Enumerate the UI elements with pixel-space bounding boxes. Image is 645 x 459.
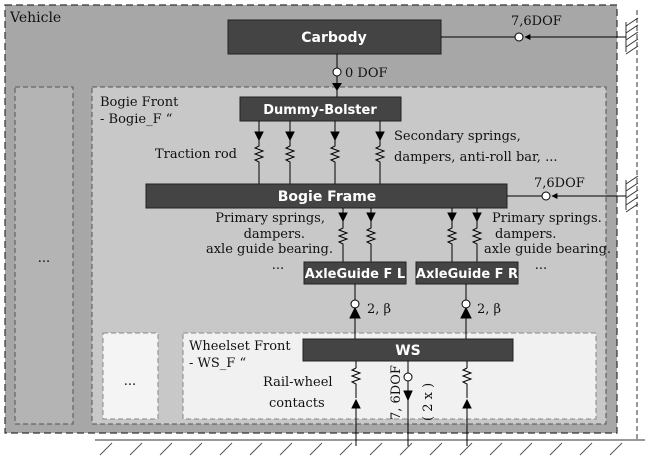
rail-wheel-contact bbox=[461, 361, 473, 446]
secondary-spring bbox=[374, 121, 386, 184]
primary-left-line2: dampers. bbox=[244, 227, 305, 242]
primary-left-line3: axle guide bearing. bbox=[206, 242, 333, 257]
primary-spring bbox=[446, 208, 458, 262]
wheelset-label-line1: Wheelset Front bbox=[189, 339, 291, 354]
ws-center-dof-label: 7, 6DOF bbox=[389, 365, 404, 420]
joint-fl-label: 2, β bbox=[367, 302, 391, 317]
primary-right-line2: dampers. bbox=[495, 227, 556, 242]
left-placeholder-text: ... bbox=[38, 251, 50, 266]
traction-rod-label: Traction rod bbox=[155, 147, 237, 162]
wheelset-label-line2: - WS_F “ bbox=[189, 356, 246, 371]
joint-fr-label: 2, β bbox=[477, 302, 501, 317]
carbody-dof-joint bbox=[514, 32, 524, 42]
joint-fr bbox=[460, 284, 472, 339]
axleguide-fr-label: AxleGuide F R bbox=[416, 267, 518, 282]
primary-spring bbox=[365, 208, 377, 262]
carbody-bolster-joint-label: 0 DOF bbox=[345, 66, 388, 81]
secondary-label-line1: Secondary springs, bbox=[394, 129, 521, 144]
ground-symbol-middle bbox=[625, 175, 639, 213]
secondary-spring bbox=[253, 121, 265, 184]
vehicle-label: Vehicle bbox=[9, 10, 61, 26]
primary-right-line3: axle guide bearing. bbox=[484, 242, 611, 257]
wheelset-placeholder-text: ... bbox=[124, 374, 136, 389]
wheelset-placeholder-box bbox=[102, 332, 159, 420]
carbody-dof-label: 7,6DOF bbox=[511, 14, 562, 29]
frame-dof-label: 7,6DOF bbox=[534, 176, 585, 191]
bogie-label-line1: Bogie Front bbox=[100, 95, 179, 110]
bottom-ground-hatching bbox=[99, 442, 623, 456]
bogie-label-line2: - Bogie_F “ bbox=[100, 112, 172, 127]
secondary-spring bbox=[284, 121, 296, 184]
ground-symbol-top bbox=[625, 17, 639, 55]
primary-left-line4: ... bbox=[272, 258, 284, 273]
bogie-frame-label: Bogie Frame bbox=[278, 189, 377, 205]
frame-dof-joint bbox=[541, 191, 551, 201]
ws-count-label: ( 2 x ) bbox=[421, 383, 436, 421]
left-placeholder-box bbox=[14, 86, 74, 425]
primary-spring bbox=[471, 208, 483, 262]
secondary-spring bbox=[329, 121, 341, 184]
rail-wheel-contact bbox=[350, 361, 362, 446]
joint-fl bbox=[349, 284, 361, 339]
axleguide-fr-box bbox=[415, 261, 519, 285]
secondary-label-line2: dampers, anti-roll bar, ... bbox=[394, 150, 557, 165]
carbody-label: Carbody bbox=[301, 30, 366, 46]
primary-left-line1: Primary springs, bbox=[215, 211, 325, 226]
rail-wheel-label-line2: contacts bbox=[269, 396, 325, 411]
axleguide-fl-label: AxleGuide F L bbox=[305, 267, 405, 282]
primary-right-line1: Primary springs. bbox=[492, 211, 602, 226]
primary-spring bbox=[337, 208, 349, 262]
dummy-bolster-box bbox=[239, 96, 402, 122]
primary-right-line4: ... bbox=[535, 258, 547, 273]
rail-wheel-label-line1: Rail-wheel bbox=[263, 375, 333, 390]
dummy-bolster-label: Dummy-Bolster bbox=[263, 103, 377, 118]
ws-label: WS bbox=[395, 343, 421, 359]
carbody-bolster-joint bbox=[332, 67, 342, 77]
ws-center-dof bbox=[403, 361, 413, 446]
carbody-box bbox=[227, 19, 442, 55]
